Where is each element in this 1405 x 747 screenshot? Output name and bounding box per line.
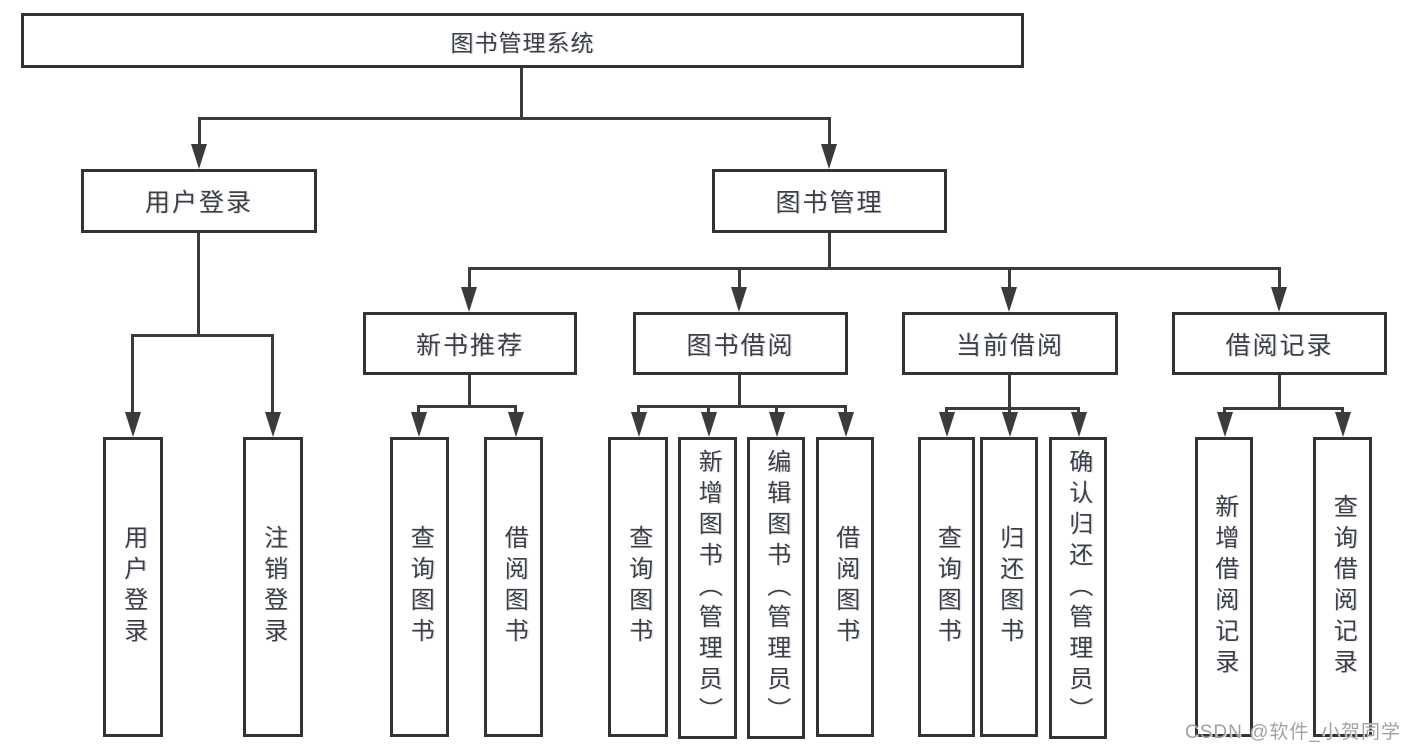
node-current-borrow-label: 当前借阅 (955, 331, 1064, 360)
connector-line (1008, 375, 1011, 410)
node-user-login: 用户登录 (81, 169, 317, 233)
node-user-login-label: 用户登录 (144, 189, 253, 217)
leaf-confirm-return-admin: 确认归还（管理员） (1049, 437, 1107, 739)
connector-line (828, 233, 831, 269)
connector-arrow (701, 412, 717, 437)
node-borrow-records-label: 借阅记录 (1225, 331, 1334, 360)
node-new-book-recommend: 新书推荐 (363, 312, 577, 375)
leaf-logout-label: 注销登录 (259, 525, 287, 649)
csdn-watermark: CSDN @软件_小贺同学 (1185, 722, 1401, 743)
connector-line (198, 117, 201, 150)
connector-line (738, 375, 741, 408)
leaf-query-books-current: 查询图书 (918, 437, 975, 737)
leaf-logout: 注销登录 (243, 437, 303, 737)
leaf-add-book-admin: 新增图书（管理员） (678, 437, 737, 739)
connector-line (197, 233, 200, 336)
connector-arrow (125, 412, 141, 437)
connector-line (520, 68, 523, 118)
node-library-system-label: 图书管理系统 (450, 29, 595, 56)
leaf-confirm-return-admin-label: 确认归还（管理员） (1064, 448, 1092, 728)
connector-arrow (939, 412, 955, 437)
connector-arrow (411, 412, 427, 437)
leaf-edit-book-admin-label: 编辑图书（管理员） (762, 448, 790, 728)
leaf-add-borrow-record-label: 新增借阅记录 (1210, 494, 1238, 680)
connector-line (1278, 375, 1281, 410)
node-book-management: 图书管理 (712, 169, 947, 233)
connector-arrow (1071, 412, 1087, 437)
connector-line (828, 117, 831, 150)
connector-arrow (631, 412, 647, 437)
leaf-query-books-borrow: 查询图书 (608, 437, 668, 737)
connector-line (131, 334, 134, 416)
leaf-user-login-label: 用户登录 (119, 525, 147, 649)
leaf-add-book-admin-label: 新增图书（管理员） (694, 448, 722, 728)
leaf-query-books-recommend-label: 查询图书 (406, 525, 434, 649)
connector-arrow (1217, 412, 1233, 437)
leaf-query-books-borrow-label: 查询图书 (624, 525, 652, 649)
connector-line (468, 267, 1281, 270)
node-book-management-label: 图书管理 (775, 189, 884, 217)
node-borrow-records: 借阅记录 (1172, 312, 1387, 375)
connector-line (131, 334, 274, 337)
connector-arrow (1001, 287, 1017, 312)
connector-arrow (1002, 412, 1018, 437)
connector-arrow (731, 287, 747, 312)
leaf-query-books-current-label: 查询图书 (933, 525, 961, 649)
connector-line (198, 117, 831, 120)
node-library-system: 图书管理系统 (21, 13, 1024, 68)
leaf-query-borrow-record: 查询借阅记录 (1313, 437, 1372, 737)
node-new-book-recommend-label: 新书推荐 (415, 331, 524, 360)
connector-line (738, 267, 741, 289)
leaf-borrow-books-recommend-label: 借阅图书 (500, 525, 528, 649)
connector-line (945, 407, 1080, 410)
connector-arrow (508, 412, 524, 437)
connector-line (1008, 267, 1011, 289)
connector-arrow (265, 412, 281, 437)
connector-line (468, 375, 471, 408)
leaf-add-borrow-record: 新增借阅记录 (1195, 437, 1253, 737)
leaf-edit-book-admin: 编辑图书（管理员） (747, 437, 805, 739)
leaf-borrow-books-recommend: 借阅图书 (484, 437, 543, 737)
leaf-return-book: 归还图书 (980, 437, 1038, 737)
connector-arrow (461, 287, 477, 312)
leaf-user-login: 用户登录 (103, 437, 163, 737)
leaf-borrow-books-label: 借阅图书 (831, 525, 859, 649)
connector-arrow (769, 412, 785, 437)
node-book-borrow-label: 图书借阅 (686, 331, 795, 360)
connector-arrow (1271, 287, 1287, 312)
leaf-return-book-label: 归还图书 (995, 525, 1023, 649)
connector-line (1223, 407, 1344, 410)
node-current-borrow: 当前借阅 (902, 312, 1118, 375)
connector-line (1278, 267, 1281, 289)
connector-arrow (191, 144, 207, 169)
connector-arrow (821, 144, 837, 169)
connector-line (417, 405, 517, 408)
connector-line (271, 334, 274, 416)
connector-arrow (1335, 412, 1351, 437)
connector-line (637, 405, 846, 408)
leaf-query-books-recommend: 查询图书 (390, 437, 449, 737)
node-book-borrow: 图书借阅 (633, 312, 848, 375)
leaf-borrow-books: 借阅图书 (816, 437, 874, 737)
connector-arrow (838, 412, 854, 437)
connector-line (468, 267, 471, 289)
leaf-query-borrow-record-label: 查询借阅记录 (1329, 494, 1357, 680)
